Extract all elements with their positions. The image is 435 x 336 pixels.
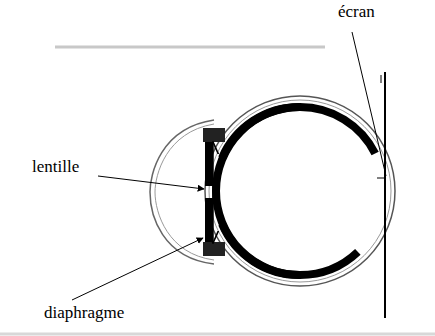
screen-tick — [377, 178, 385, 179]
part-label: diaphragme — [44, 304, 124, 323]
lens-symbol — [212, 142, 214, 243]
iris-corner — [203, 242, 225, 256]
sclera — [205, 96, 395, 286]
retina-bottom — [222, 224, 300, 275]
leader-line — [98, 176, 204, 189]
part-label: lentille — [32, 158, 79, 177]
sclera-inner — [209, 100, 391, 282]
leader-line — [352, 32, 386, 176]
top-rule — [55, 46, 325, 49]
screen-tick — [381, 75, 382, 83]
screen — [384, 72, 386, 318]
iris-corner — [203, 128, 225, 142]
leader-line — [72, 238, 203, 300]
part-label: écran — [338, 3, 375, 22]
retina — [216, 107, 384, 275]
retina-top — [222, 107, 300, 158]
bottom-rule — [0, 333, 435, 336]
